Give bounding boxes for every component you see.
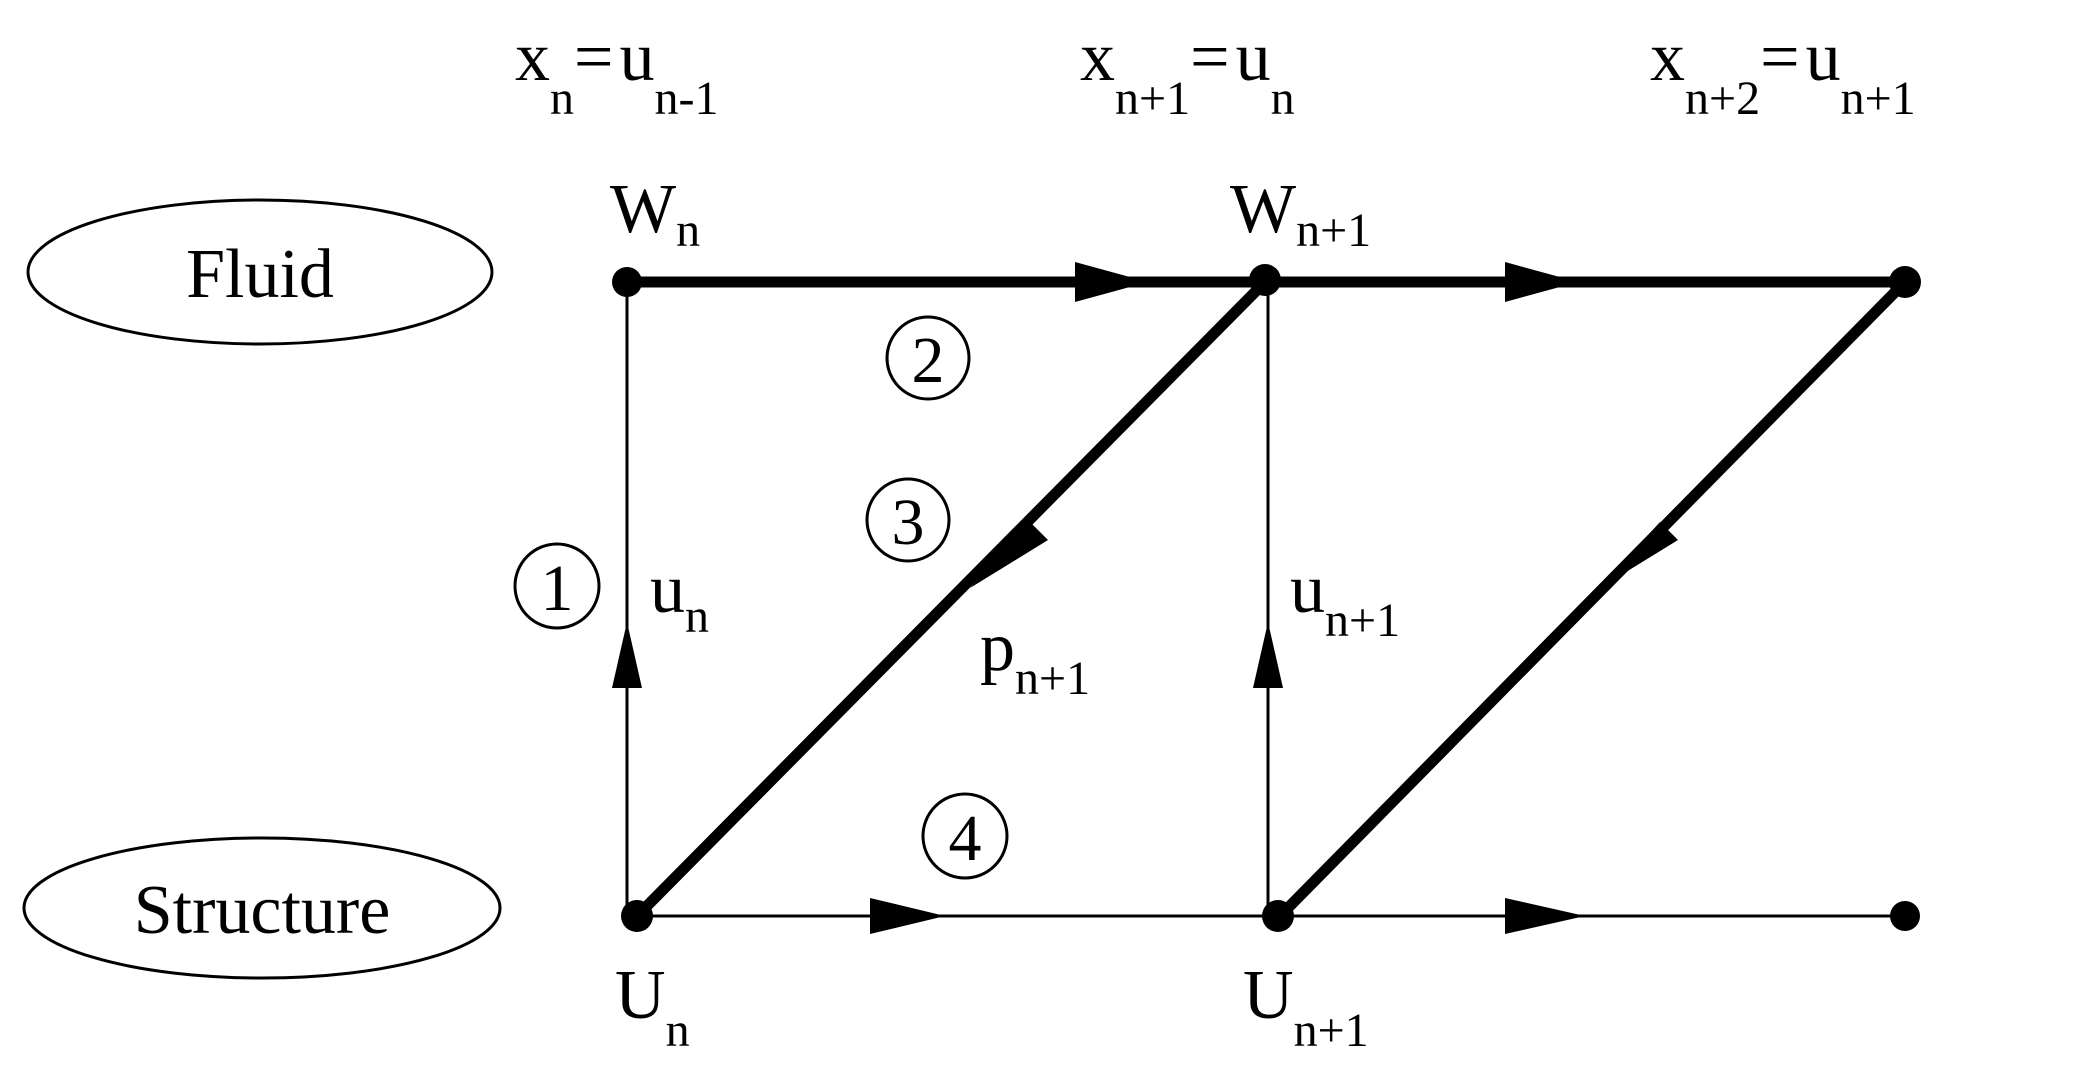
edge-diagonal-n1 bbox=[1276, 278, 1909, 920]
label-u-n1: Un+1 bbox=[1243, 957, 1369, 1057]
label-edge-p-n1: pn+1 bbox=[980, 609, 1090, 705]
svg-text:xn=un-1: xn=un-1 bbox=[515, 19, 718, 125]
edge-diagonal-n bbox=[633, 278, 1269, 920]
label-w-n1: Wn+1 bbox=[1230, 171, 1371, 257]
svg-text:4: 4 bbox=[949, 802, 982, 875]
arrowhead-fluid-1 bbox=[1075, 262, 1148, 302]
step-marker-4: 4 bbox=[921, 792, 1009, 880]
step-marker-1: 1 bbox=[513, 542, 601, 630]
label-edge-u-n1: un+1 bbox=[1290, 551, 1400, 647]
svg-text:3: 3 bbox=[892, 486, 925, 559]
svg-text:1: 1 bbox=[541, 552, 574, 625]
label-edge-u-n: un bbox=[650, 551, 709, 643]
structure-domain: Structure bbox=[22, 836, 502, 980]
label-w-n: Wn bbox=[610, 171, 700, 257]
arrowhead-structure-1 bbox=[870, 898, 945, 934]
svg-text:2: 2 bbox=[912, 324, 945, 397]
svg-text:xn+1=un: xn+1=un bbox=[1080, 19, 1295, 125]
top-label-3: xn+2=un+1 bbox=[1650, 19, 1916, 125]
fluid-label: Fluid bbox=[186, 236, 334, 313]
arrowhead-structure-2 bbox=[1505, 898, 1585, 934]
arrowhead-vertical-n1 bbox=[1253, 622, 1283, 688]
node-u-n2 bbox=[1890, 901, 1920, 931]
fluid-ellipse bbox=[26, 198, 494, 346]
arrowhead-diagonal-n bbox=[970, 522, 1048, 588]
arrowhead-vertical-n bbox=[612, 622, 642, 688]
node-u-n bbox=[621, 900, 653, 932]
structure-ellipse bbox=[22, 836, 502, 980]
top-label-2: xn+1=un bbox=[1080, 19, 1295, 125]
arrowhead-fluid-2 bbox=[1505, 262, 1578, 302]
label-u-n: Un bbox=[615, 957, 690, 1057]
fluid-domain: Fluid bbox=[26, 198, 494, 346]
svg-text:xn+2=un+1: xn+2=un+1 bbox=[1650, 19, 1916, 125]
top-label-1: xn=un-1 bbox=[515, 19, 718, 125]
step-marker-3: 3 bbox=[865, 477, 951, 563]
node-u-n1 bbox=[1262, 900, 1294, 932]
step-marker-2: 2 bbox=[885, 315, 971, 401]
node-w-n2 bbox=[1889, 266, 1921, 298]
structure-label: Structure bbox=[134, 872, 391, 949]
node-w-n bbox=[612, 267, 642, 297]
node-w-n1 bbox=[1249, 264, 1281, 296]
arrowhead-diagonal-n1 bbox=[1600, 522, 1678, 588]
